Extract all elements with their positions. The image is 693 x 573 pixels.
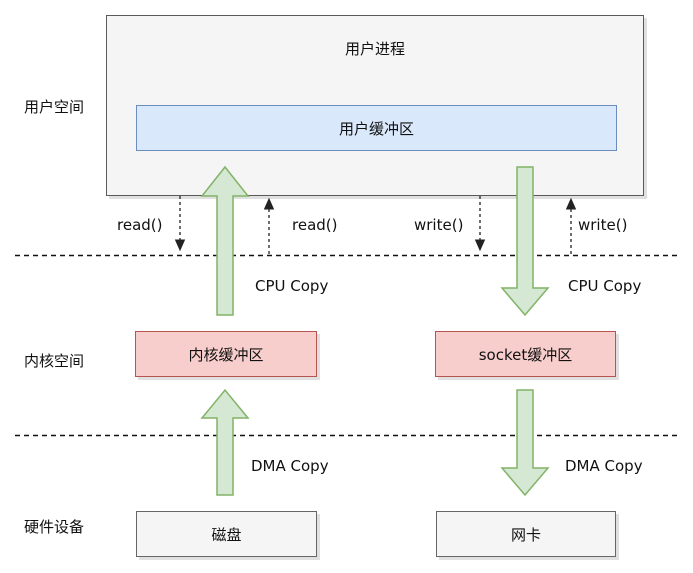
kernel-buffer-label: 内核缓冲区 [188, 345, 264, 364]
hardware-label: 硬件设备 [24, 518, 85, 536]
write-return-label: write() [578, 216, 628, 234]
nic-label: 网卡 [510, 525, 541, 544]
kernel-buffer-box: 内核缓冲区 [135, 331, 317, 377]
socket-buffer-box: socket缓冲区 [435, 331, 616, 377]
user-space-label: 用户空间 [24, 98, 85, 116]
user-buffer-box: 用户缓冲区 [136, 105, 617, 151]
cpu-copy-down-arrow [500, 166, 550, 317]
kernel-space-label: 内核空间 [24, 352, 85, 370]
write-call-label: write() [414, 216, 464, 234]
nic-box: 网卡 [436, 511, 616, 557]
user-buffer-label: 用户缓冲区 [338, 119, 414, 138]
cpu-copy-right-label: CPU Copy [568, 277, 642, 295]
dma-copy-right-label: DMA Copy [565, 457, 643, 475]
user-process-label: 用户进程 [344, 40, 405, 58]
read-call-label: read() [117, 216, 163, 234]
disk-label: 磁盘 [211, 525, 242, 544]
dma-copy-up-arrow [200, 388, 250, 496]
cpu-copy-up-arrow [200, 165, 250, 316]
cpu-copy-left-label: CPU Copy [255, 277, 329, 295]
socket-buffer-label: socket缓冲区 [478, 345, 573, 364]
read-return-label: read() [292, 216, 338, 234]
dma-copy-down-arrow [500, 389, 550, 497]
disk-box: 磁盘 [136, 511, 317, 557]
dma-copy-left-label: DMA Copy [251, 457, 329, 475]
